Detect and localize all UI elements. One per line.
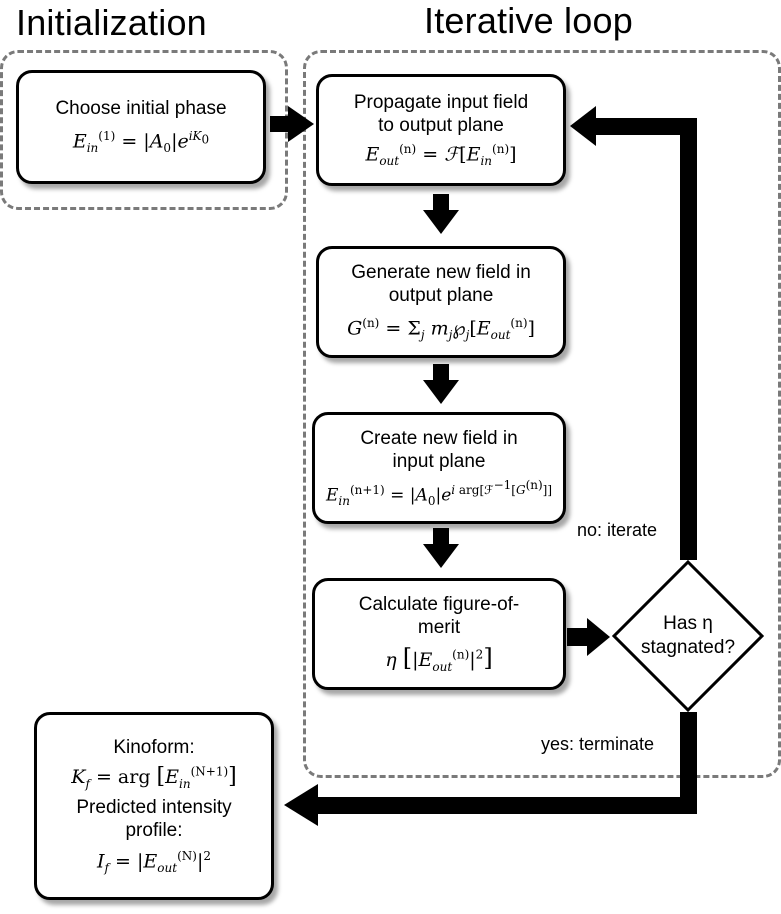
yes-terminate-label: yes: terminate — [541, 734, 655, 754]
decision-diamond — [612, 560, 764, 712]
propagate-box: Propagate input field to output plane Eo… — [316, 74, 566, 186]
calculate-label: Calculate figure-of- merit — [358, 594, 520, 638]
decision-label: Has η stagnated? — [640, 613, 736, 658]
create-label: Create new field in input plane — [360, 427, 518, 472]
generate-formula: G(n) = Σj mj℘j[Eout(n)] — [347, 315, 535, 342]
no-iterate-label: no: iterate — [577, 520, 658, 540]
create-box: Create new field in input plane Ein(n+1)… — [312, 412, 566, 524]
propagate-label: Propagate input field to output plane — [353, 91, 529, 136]
kinoform-formula: Kf = arg [Ein(N+1)] — [71, 763, 237, 791]
kinoform-label: Kinoform: — [113, 736, 195, 758]
kinoform-box: Kinoform: Kf = arg [Ein(N+1)] Predicted … — [34, 712, 274, 900]
intensity-formula: If = |Eout(N)|2 — [97, 848, 211, 875]
initial-field-formula: Ein(1) = |A0|eiK0 — [72, 129, 210, 156]
predicted-intensity-label: Predicted intensity profile: — [76, 796, 232, 841]
create-formula: Ein(n+1) = |A0|ei arg[ℱ−1[G(n)]] — [325, 477, 553, 508]
propagate-formula: Eout(n) = ℱ[Ein(n)] — [365, 141, 517, 168]
calculate-formula: η [|Eout(n)|2] — [385, 643, 493, 674]
generate-label: Generate new field in output plane — [351, 261, 531, 306]
choose-initial-phase-box: Choose initial phase Ein(1) = |A0|eiK0 — [16, 70, 266, 184]
iterative-loop-title: Iterative loop — [424, 0, 633, 41]
calculate-box: Calculate figure-of- merit η [|Eout(n)|2… — [312, 578, 566, 690]
choose-initial-phase-label: Choose initial phase — [55, 98, 227, 120]
iterative-loop-region — [303, 50, 781, 778]
generate-box: Generate new field in output plane G(n) … — [316, 246, 566, 358]
initialization-title: Initialization — [16, 2, 207, 43]
